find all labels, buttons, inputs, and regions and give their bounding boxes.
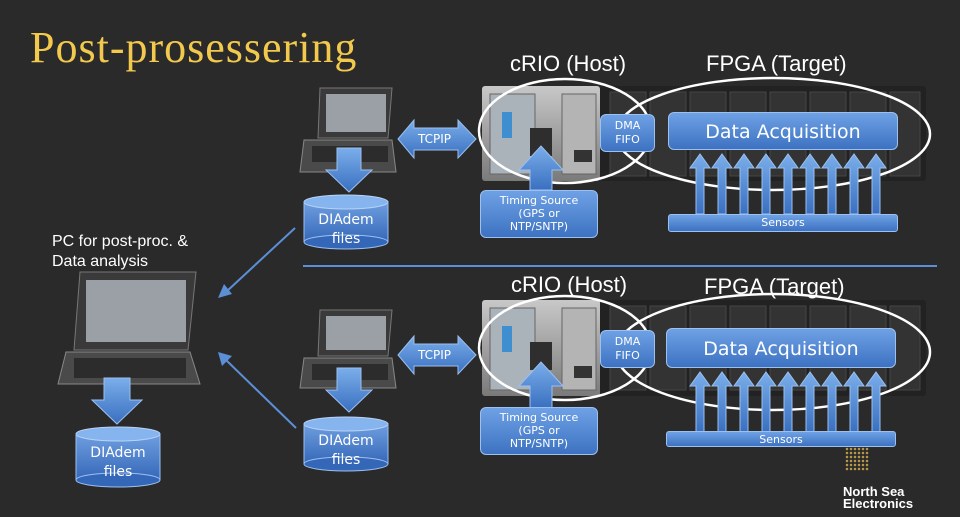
down-arrow-top-files [324, 147, 374, 193]
files-line2: files [331, 452, 361, 468]
data-acquisition-box-bottom: Data Acquisition [666, 328, 896, 368]
arrow-bottom-files-to-pc [218, 352, 297, 429]
pc-down-arrow [90, 377, 144, 425]
dma-fifo-box-top: DMA FIFO [600, 114, 655, 152]
fpga-target-label-bottom: FPGA (Target) [704, 274, 845, 299]
dma-line2: FIFO [615, 349, 640, 362]
files-line1: DIAdem [318, 433, 374, 449]
sensors-bar-top: Sensors [668, 214, 898, 232]
crio-host-label-top: cRIO (Host) [510, 51, 627, 76]
logo-dot-pattern [845, 447, 869, 471]
files-line2: files [103, 464, 133, 480]
sensors-bar-bottom: Sensors [666, 431, 896, 447]
timing-line3: NTP/SNTP) [509, 437, 569, 450]
tcpip-label-bottom: TCPIP [418, 348, 452, 362]
files-line2: files [331, 231, 361, 247]
files-label-top: DIAdem files [304, 211, 388, 249]
pc-label-line2: Data analysis [52, 253, 149, 270]
timing-source-box-bottom: Timing Source (GPS or NTP/SNTP) [480, 407, 598, 455]
dma-line1: DMA [614, 119, 641, 132]
tcpip-arrow-top [397, 118, 477, 160]
files-cylinder-bottom [303, 416, 389, 472]
sensor-arrows-top [689, 153, 887, 215]
sensor-arrows-bottom [689, 371, 887, 433]
timing-line1: Timing Source [499, 194, 579, 207]
dma-line2: FIFO [615, 133, 640, 146]
crio-host-label-bottom: cRIO (Host) [511, 272, 628, 297]
laptop-icon-top [299, 87, 397, 173]
pc-label: PC for post-proc. & Data analysis [52, 232, 188, 272]
timing-line1: Timing Source [499, 411, 579, 424]
logo-line1: North Sea [843, 484, 905, 499]
data-acquisition-box-top: Data Acquisition [668, 112, 898, 150]
dma-line1: DMA [614, 335, 641, 348]
dma-fifo-box-bottom: DMA FIFO [600, 330, 655, 368]
tcpip-label-top: TCPIP [418, 132, 452, 146]
timing-source-box-top: Timing Source (GPS or NTP/SNTP) [480, 190, 598, 238]
tcpip-arrow-bottom [397, 334, 477, 376]
pc-files-label: DIAdem files [76, 444, 160, 482]
pc-label-line1: PC for post-proc. & [52, 233, 189, 250]
pc-files-cylinder [75, 426, 161, 488]
down-arrow-bottom-files [324, 367, 374, 413]
company-logo: North Sea Electronics [843, 484, 914, 511]
files-label-bottom: DIAdem files [304, 432, 388, 470]
files-cylinder-top [303, 194, 389, 250]
crio-hardware-top [482, 86, 926, 181]
files-line1: DIAdem [90, 445, 146, 461]
pc-laptop-icon [57, 271, 201, 385]
arrow-top-files-to-pc [218, 227, 296, 298]
section-separator [303, 265, 937, 267]
logo-line2: Electronics [843, 496, 914, 511]
timing-line3: NTP/SNTP) [509, 220, 569, 233]
files-line1: DIAdem [318, 212, 374, 228]
page-title: Post-prosessering [30, 23, 358, 72]
fpga-target-label-top: FPGA (Target) [706, 51, 847, 76]
timing-line2: (GPS or [518, 207, 560, 220]
timing-line2: (GPS or [518, 424, 560, 437]
